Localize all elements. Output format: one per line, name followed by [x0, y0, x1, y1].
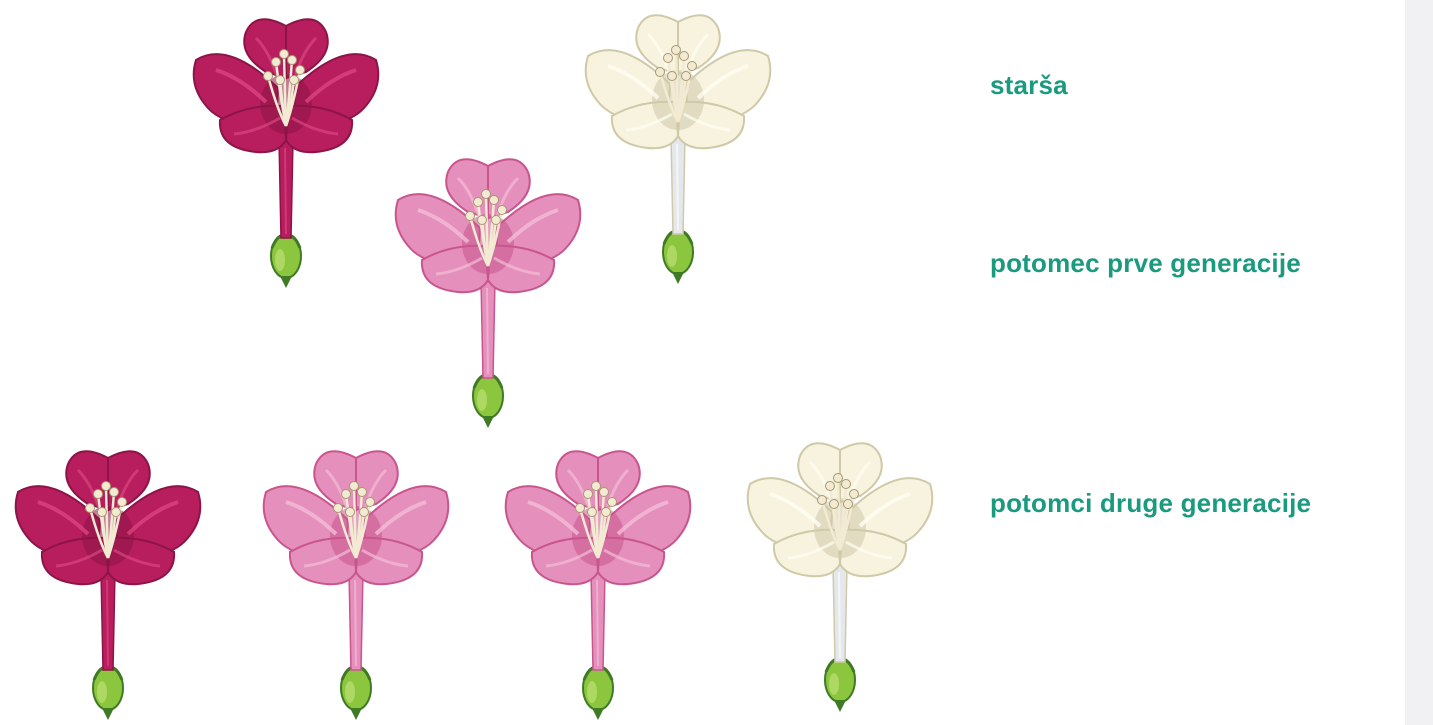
flower-illustration — [186, 8, 386, 293]
flower-calyx — [825, 658, 855, 712]
flower-calyx — [341, 666, 371, 720]
flower-calyx — [663, 230, 693, 284]
label-first-generation: potomec prve generacije — [990, 248, 1301, 279]
flower-f2-pink-2 — [498, 440, 698, 725]
flower-f2-white — [740, 432, 940, 717]
flower-illustration — [578, 4, 778, 289]
flower-f1-pink — [388, 148, 588, 433]
flower-parent-magenta — [186, 8, 386, 293]
flower-calyx — [583, 666, 613, 720]
flower-calyx — [473, 374, 503, 428]
label-second-generation: potomci druge generacije — [990, 488, 1311, 519]
flower-f2-pink-1 — [256, 440, 456, 725]
flower-illustration — [256, 440, 456, 725]
flower-illustration — [8, 440, 208, 725]
flower-illustration — [740, 432, 940, 717]
flower-illustration — [388, 148, 588, 433]
flower-calyx — [93, 666, 123, 720]
right-margin-panel — [1405, 0, 1433, 725]
flower-illustration — [498, 440, 698, 725]
flower-parent-white — [578, 4, 778, 289]
label-parents: starša — [990, 70, 1068, 101]
flower-f2-magenta — [8, 440, 208, 725]
flower-calyx — [271, 234, 301, 288]
